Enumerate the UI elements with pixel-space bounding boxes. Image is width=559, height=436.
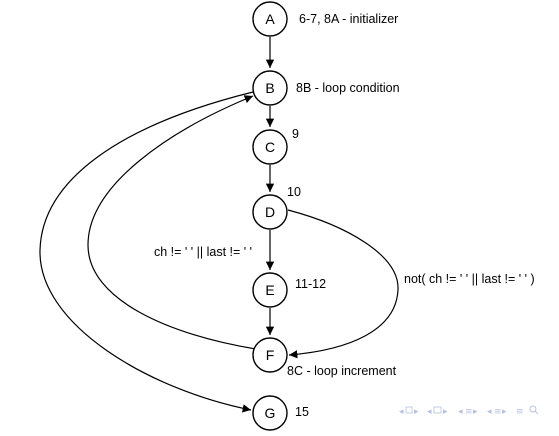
next-subsection-icon[interactable]: ◂ ≡ ▸ (487, 407, 507, 417)
node-e: E (252, 272, 288, 308)
node-a-annotation: 6-7, 8A - initializer (299, 12, 398, 26)
svg-text:≡: ≡ (494, 407, 502, 417)
node-d-label: D (265, 204, 275, 220)
node-f-label: F (266, 347, 275, 363)
edge-d-f (287, 209, 399, 359)
nav-bar[interactable]: ◂ ▸ ◂ ▸ ◂ ≡ ▸ ◂ ≡ ▸ ≡ (399, 405, 539, 417)
svg-text:▸: ▸ (502, 407, 507, 417)
node-f: F (252, 337, 288, 373)
node-g-annotation: 15 (295, 405, 309, 419)
svg-text:≡: ≡ (465, 407, 473, 417)
node-g: G (252, 395, 288, 431)
edge-d-f-label: not( ch != ' ' || last != ' ' ) (404, 272, 535, 286)
node-c: C (252, 129, 288, 165)
node-d: D (252, 194, 288, 230)
svg-text:≡: ≡ (516, 407, 524, 417)
node-g-label: G (265, 405, 276, 421)
node-b-annotation: 8B - loop condition (296, 81, 400, 95)
svg-text:◂: ◂ (458, 407, 463, 417)
node-d-annotation: 10 (287, 185, 301, 199)
node-a-label: A (265, 11, 275, 27)
node-e-label: E (265, 282, 274, 298)
svg-text:◂: ◂ (427, 407, 432, 417)
svg-text:◂: ◂ (399, 407, 404, 417)
node-e-annotation: 11-12 (295, 277, 326, 291)
search-icon[interactable] (529, 405, 539, 415)
edge-d-e-label: ch != ' ' || last != ' ' (154, 245, 252, 259)
edge-b-g (39, 91, 254, 413)
node-a: A (252, 1, 288, 37)
edge-f-b (87, 95, 257, 350)
prev-section-icon[interactable]: ◂ ▸ (427, 406, 448, 417)
prev-frame-icon[interactable]: ◂ ▸ (399, 406, 419, 417)
svg-text:▸: ▸ (473, 407, 478, 417)
node-c-label: C (265, 139, 275, 155)
node-f-annotation: 8C - loop increment (287, 364, 397, 378)
node-c-annotation: 9 (292, 127, 299, 141)
node-b-label: B (265, 80, 274, 96)
node-b: B (252, 70, 288, 106)
menu-icon[interactable]: ≡ (516, 407, 524, 417)
prev-subsection-icon[interactable]: ◂ ≡ ▸ (458, 407, 478, 417)
svg-text:▸: ▸ (414, 407, 419, 417)
svg-text:◂: ◂ (487, 407, 492, 417)
svg-text:▸: ▸ (443, 407, 448, 417)
